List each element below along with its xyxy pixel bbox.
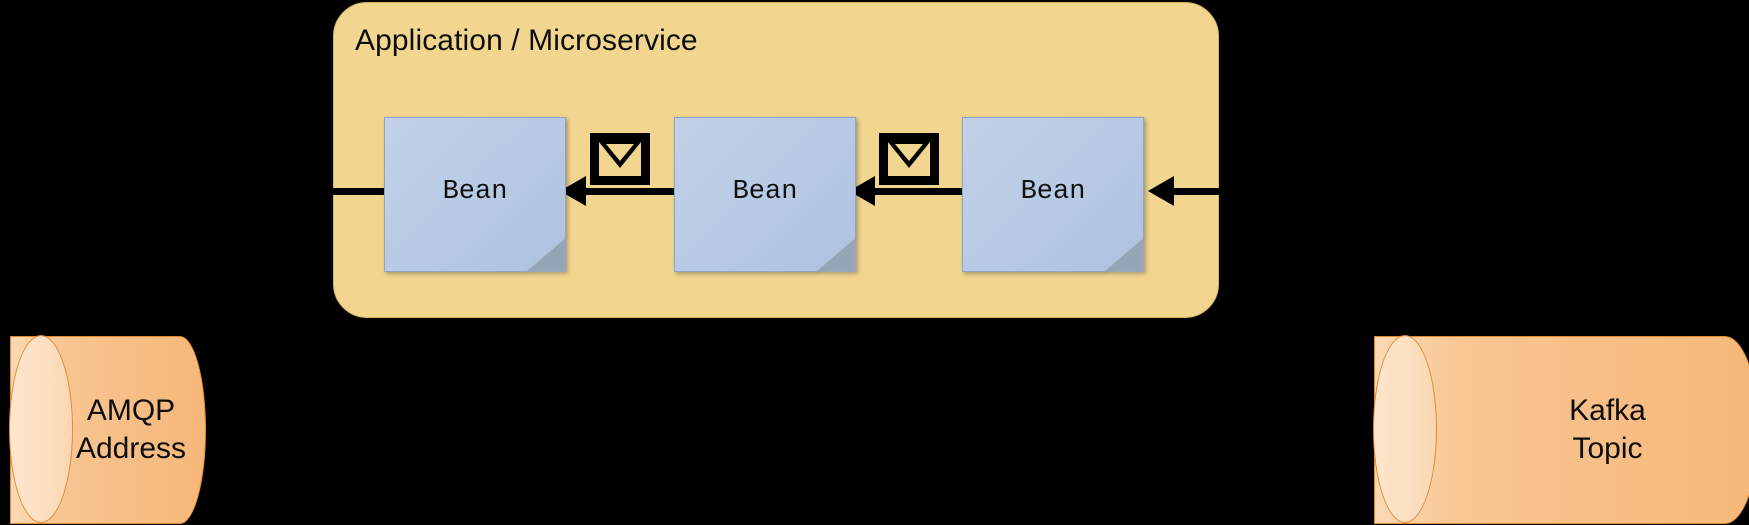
cylinder-cap <box>9 335 73 523</box>
kafka-topic-cylinder[interactable]: Kafka Topic <box>1373 335 1749 524</box>
envelope-icon <box>879 133 939 185</box>
envelope-body <box>879 133 939 185</box>
arrowhead-into-bean3 <box>1148 176 1174 206</box>
bean-box-2[interactable]: Bean <box>674 117 856 272</box>
bean-box-1[interactable]: Bean <box>384 117 566 272</box>
envelope-flap <box>599 142 641 168</box>
amqp-address-label: AMQP Address <box>10 336 206 524</box>
amqp-label-line1: AMQP <box>86 393 176 427</box>
application-microservice-title: Application / Microservice <box>355 24 698 57</box>
flow-line-bean3-to-bean2 <box>875 188 975 195</box>
envelope-icon <box>590 133 650 185</box>
kafka-topic-label: Kafka Topic <box>1374 336 1749 524</box>
amqp-label-line2: Address <box>75 432 187 465</box>
flow-line-bean2-to-bean1 <box>586 188 686 195</box>
document-icon <box>384 117 566 272</box>
bean-box-3[interactable]: Bean <box>962 117 1144 272</box>
flow-line-out-left <box>322 188 408 195</box>
envelope-flap <box>888 142 930 168</box>
kafka-label-line2: Topic <box>1572 432 1643 465</box>
amqp-address-cylinder[interactable]: AMQP Address <box>9 335 206 524</box>
document-icon <box>674 117 856 272</box>
flow-line-in-right <box>1174 188 1242 195</box>
bean-label-1: Bean <box>442 176 508 207</box>
bean-label-3: Bean <box>1020 176 1086 207</box>
bean-label-2: Bean <box>732 176 798 207</box>
cylinder-cap <box>1373 335 1437 523</box>
envelope-body <box>590 133 650 185</box>
kafka-label-line1: Kafka <box>1569 393 1646 427</box>
document-icon <box>962 117 1144 272</box>
